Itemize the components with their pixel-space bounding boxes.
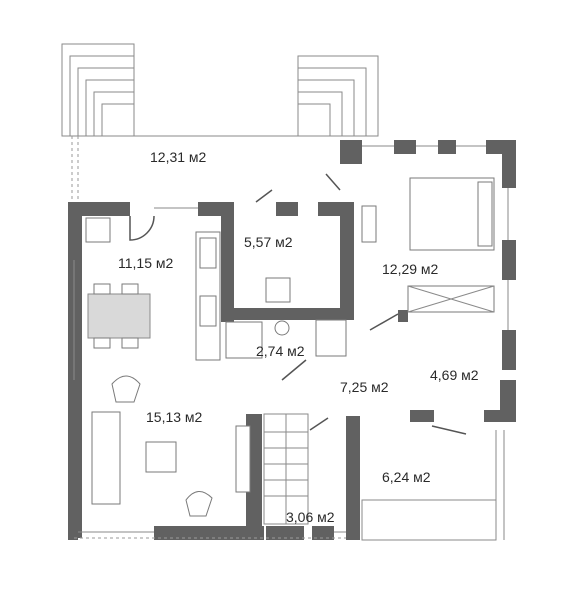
- dining-chair: [121, 337, 139, 349]
- toilet: [274, 320, 290, 336]
- coffee-table: [145, 441, 177, 473]
- bedside-table: [361, 205, 377, 243]
- lower-terrace-deck: [361, 499, 497, 541]
- shower-cabin: [315, 319, 347, 357]
- terrace-steps-right: [297, 55, 379, 137]
- dining-chair: [93, 337, 111, 349]
- area-label-wardrobe: 4,69 м2: [430, 367, 479, 383]
- windows: [73, 145, 509, 533]
- area-label-bathroom: 5,57 м2: [244, 234, 293, 250]
- area-label-hall: 7,25 м2: [340, 379, 389, 395]
- sofa: [91, 411, 121, 505]
- area-label-kitchen: 11,15 м2: [118, 255, 174, 271]
- bed-headboard: [477, 181, 493, 247]
- wc-door: [281, 359, 307, 381]
- kitchen-appliance: [85, 217, 111, 243]
- terrace-steps-left: [61, 43, 135, 137]
- bathroom-door: [255, 189, 273, 203]
- area-label-shower-wc: 2,74 м2: [256, 343, 305, 359]
- dining-chair: [93, 283, 111, 295]
- kitchen-door: [129, 215, 155, 241]
- area-label-stairs: 3,06 м2: [286, 509, 335, 525]
- area-label-terrace-bottom: 6,24 м2: [382, 469, 431, 485]
- wardrobe-door: [369, 313, 399, 331]
- armchair: [111, 375, 141, 403]
- kitchen-hob: [199, 295, 217, 327]
- bath-sink: [265, 277, 291, 303]
- dining-table: [87, 293, 151, 339]
- bedroom-door: [325, 173, 341, 191]
- terrace-door: [431, 425, 467, 435]
- dining-chair: [121, 283, 139, 295]
- staircase: [263, 413, 309, 525]
- kitchen-sink: [199, 237, 217, 269]
- area-label-bedroom: 12,29 м2: [382, 261, 439, 277]
- area-label-terrace-top: 12,31 м2: [150, 149, 207, 165]
- area-label-living: 15,13 м2: [146, 409, 203, 425]
- armchair: [185, 491, 213, 517]
- tv-unit: [235, 425, 251, 493]
- shower-tray: [225, 321, 263, 359]
- hall-door: [309, 417, 329, 431]
